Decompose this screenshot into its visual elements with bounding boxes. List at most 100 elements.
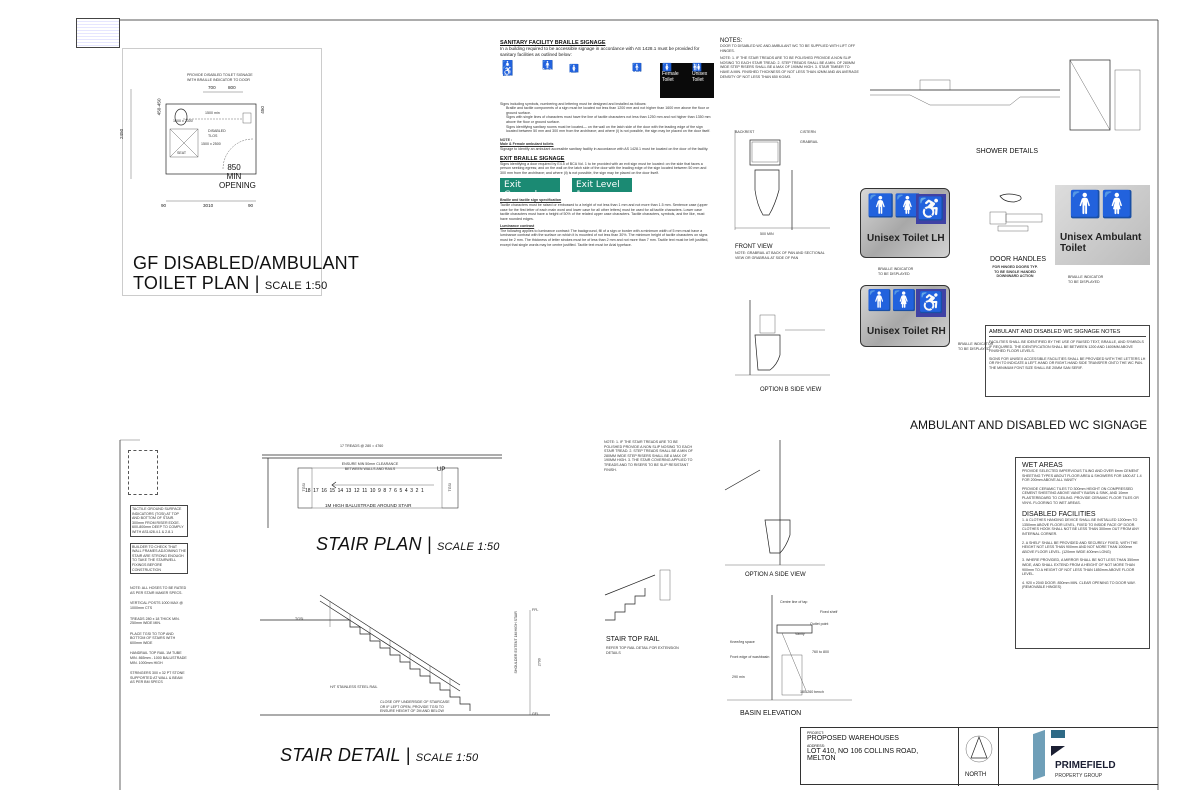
front-view-note: NOTE: GRABRAIL AT BACK OF PAN AND SECTIO… [735,251,825,260]
front-view-drawing [734,130,830,230]
sign-female: 🚺Female Toilet [660,62,690,98]
step-number: 5 [399,488,403,494]
signage-bullet: Signs identifying sanitary rooms must be… [506,124,711,134]
basin-label: 290 min [732,675,745,679]
tactile-text: Tactile characters must be raised or emb… [500,202,708,221]
basin-label: 760 to 800 [812,650,829,654]
room-label: DISABLED TLOS [208,129,226,138]
sign-unisex-ambulant-toilet: 🚹🚺 Unisex Ambulant Toilet [1055,185,1150,265]
sign-unisex-toilet-rh: 🚹🚺 ♿ Unisex Toilet RH [860,285,950,347]
exit-signage-heading: EXIT BRAILLE SIGNAGE [500,155,565,162]
room-label: 1500 min [205,111,220,115]
toilet-plan-title: GF DISABLED/AMBULANT [133,253,360,273]
facility-item: 2. A SHELF SHALL BE PROVIDED AND SECUREL… [1022,540,1138,554]
facility-item: 1. A CLOTHES HANGING DEVICE SHALL BE INS… [1022,518,1140,536]
toilet-plan-panel: PROVIDE DISABLED TOILET SIGNAGE WITH BRA… [119,48,359,296]
option-b-title: OPTION B SIDE VIEW [760,387,822,393]
wet-areas-p2: PROVIDE CERAMIC TILES TO 300mm HEIGHT ON… [1022,486,1139,505]
step-number: 10 [369,488,376,494]
signage-bullet: Braille and tactile components of a sign… [506,106,710,115]
stair-top-rail-text: REFER TOP RAIL DETAIL FOR EXTENSION DETA… [606,646,679,655]
option-b-drawing [735,300,830,376]
step-number: 7 [388,488,392,494]
tgsi-label: TGSI [447,483,452,492]
north-arrow-icon [965,735,993,763]
signage-notes-p2: SIGNS FOR UNISEX ACCESSIBLE FACILITIES S… [989,356,1146,370]
dim-90-right: 90 [248,203,254,208]
dim-90-left: 90 [161,203,167,208]
note-item: NOTE: ALL HOSES TO BE RATED AS PER STAIR… [130,586,187,595]
north-label: NORTH [965,772,987,778]
title-block: PROJECT: PROPOSED WAREHOUSES ADDRESS: LO… [800,727,1158,786]
step-number: 8 [383,488,387,494]
wheelchair-icon: ♿ [916,289,946,317]
sign-lh-label: Unisex Toilet LH [867,233,945,244]
male-female-icon: 🚹🚺 [867,193,922,218]
step-number: 3 [410,488,414,494]
logo-triangle [1051,746,1065,756]
disabled-facilities-title: DISABLED FACILITIES [1022,511,1096,519]
note-item: TACTILE GROUND SURFACE INDICATORS (TGSI)… [130,505,188,537]
notes-title: NOTES: [720,38,743,44]
signage-notes-title: AMBULANT AND DISABLED WC SIGNAGE NOTES [989,329,1146,337]
exit-ground-sign: Exit Ground [500,178,560,200]
stair-plan-title: STAIR PLAN | SCALE 1:50 [316,534,500,554]
toilet-plan-drawing [130,89,257,202]
front-view-title: FRONT VIEW [735,244,773,250]
label-tgsi: TGSI [295,617,304,621]
stair-clearance-note: ENSURE MIN 50mm CLEARANCE BETWEEN WALLS … [341,462,399,471]
notes-top: NOTES: DOOR TO DISABLED WC AND AMBULANT … [720,38,860,79]
note-item: TREADS 280 x 18 THICK MIN. 250mm WIDE MI… [130,616,180,626]
signage-bullet: Signs with single lines of characters mu… [506,115,711,124]
notes-text: NOTE: 1. IF THE STAIR TREADS ARE TO BE P… [720,56,859,79]
label-rail: H/T STAINLESS STEEL RAIL [330,685,378,689]
label-grabrail: GRABRAIL [800,140,819,144]
label-500-min: 500 MIN [760,232,774,236]
sign-ambulant-male: 🚹Ambulant Male Toilet [542,59,564,86]
step-number: 12 [353,488,360,494]
wc-signage-title: AMBULANT AND DISABLED WC SIGNAGE [910,418,1148,432]
step-number: 4 [404,488,408,494]
step-number: 17 [313,488,319,494]
room-label: 1500 x 2500 [201,142,221,146]
project-info: PROJECT: PROPOSED WAREHOUSES ADDRESS: LO… [807,731,952,762]
luminance-text: The following applies to luminance contr… [500,228,709,247]
toilet-signage-note: PROVIDE DISABLED TOILET SIGNAGE WITH BRA… [187,73,253,82]
shower-details-drawing [870,59,1141,131]
note-item: BUILDER TO CHECK THAT WALL FRAMES ADJOIN… [130,542,188,575]
note-item: HANDRAIL TOP RAIL 1M TUBE MIN. 865mm - 1… [130,651,187,665]
male-female-icon: 🚹🚺 [867,290,917,312]
signage-para: Signs including symbols, numbering and l… [500,101,647,106]
facility-item: 3. WHERE PROVIDED, A MIRROR SHALL BE NOT… [1022,558,1140,577]
dim-3010: 3010 [203,203,214,208]
wet-areas-p1: PROVIDE SELECTED IMPERVIOUS TILING AND O… [1022,469,1142,483]
door-handles-title: DOOR HANDLES [990,256,1047,263]
dim-450-450: 450-450 [156,98,162,116]
logo-block [1051,730,1065,738]
basin-label: Fixed shelf [820,610,838,614]
stair-detail-title: STAIR DETAIL | SCALE 1:50 [280,745,479,765]
shower-details-title: SHOWER DETAILS [976,148,1039,155]
address-line-1: LOT 410, NO 106 COLLINS ROAD, [807,748,919,755]
note-text: Signage to identify an ambulant accessib… [500,146,709,151]
basin-title: BASIN ELEVATION [740,710,802,717]
note-item: VERTICAL POSTS 1000 MAX @ 1000mm CTS [130,601,183,610]
notes-line: DOOR TO DISABLED WC AND AMBULANT WC TO B… [720,44,856,53]
label-gfl: GFL [532,712,539,716]
sanitary-sign-row: 🚹♿Unisex Toilet RH 🚹Ambulant Male Toilet… [500,59,714,102]
ambulant-figures-icon: 🚹🚺 [1069,189,1134,219]
sign-unisex: 🚻Unisex Toilet [690,62,714,98]
door-opening-label: 850 MIN OPENING [219,163,256,190]
door-handles-text: FOR HINGED DOORS TYP. TO BE SINGLE HANDE… [992,265,1038,279]
basin-label: Centre line of tap [780,600,808,604]
company-name: PRIMEFIELD [1055,760,1116,771]
stair-up-label: UP [437,467,446,473]
note-sub: Male & Female ambulant toilets [500,142,554,147]
project-label: PROJECT: [807,731,824,735]
option-a-drawing [724,440,825,566]
revision-stamp [76,18,120,48]
label-shoulder: SHOULDER EXTENT 1M HIGH STAIR [513,611,518,674]
balustrade-note: 1M HIGH BALUSTRADE AROUND STAIR [325,503,412,508]
stair-detail-drawing [260,594,550,716]
